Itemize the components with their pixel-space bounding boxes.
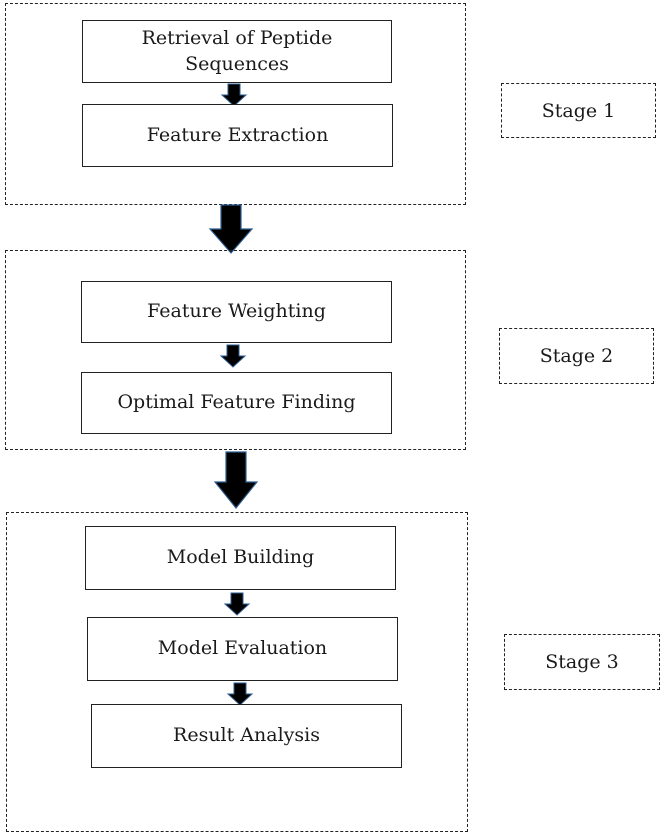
step-optimal-feature-finding: Optimal Feature Finding bbox=[81, 372, 392, 434]
stage-3-label: Stage 3 bbox=[504, 634, 660, 690]
stage-2-label: Stage 2 bbox=[499, 328, 654, 384]
step-result-analysis: Result Analysis bbox=[91, 704, 402, 768]
stage-2-frame bbox=[5, 250, 466, 450]
arrow-down-icon bbox=[226, 682, 254, 706]
step-feature-weighting: Feature Weighting bbox=[81, 281, 392, 343]
stage-3-frame bbox=[6, 512, 468, 832]
step-retrieval-of-peptide-sequences: Retrieval of Peptide Sequences bbox=[82, 20, 392, 83]
step-model-building: Model Building bbox=[85, 526, 396, 590]
arrow-down-icon bbox=[213, 451, 259, 509]
arrow-down-icon bbox=[220, 83, 248, 107]
step-model-evaluation: Model Evaluation bbox=[87, 617, 398, 681]
arrow-down-icon bbox=[208, 204, 254, 254]
arrow-down-icon bbox=[223, 592, 251, 616]
arrow-down-icon bbox=[219, 344, 247, 368]
stage-1-label: Stage 1 bbox=[501, 83, 656, 138]
step-feature-extraction: Feature Extraction bbox=[82, 104, 393, 167]
